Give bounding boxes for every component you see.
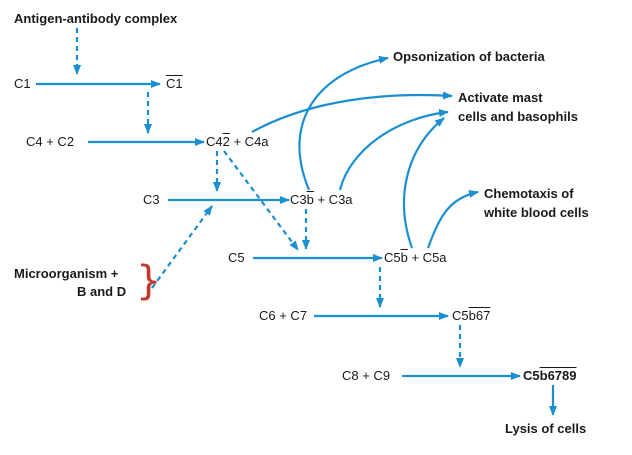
c5b67-label: C5b67	[452, 308, 491, 323]
c1-label: C1	[14, 76, 31, 91]
chemotaxis-label-line1: Chemotaxis of	[484, 186, 574, 201]
c5-label: C5	[228, 250, 245, 265]
c5a-to-chemotaxis-arrow	[426, 189, 479, 249]
c3b-c3a-label: C3b + C3a	[290, 192, 353, 207]
microorganism-dashed-arrow	[151, 205, 213, 289]
activate-mast-label-line2: cells and basophils	[458, 109, 578, 124]
c3-label: C3	[143, 192, 160, 207]
c42-c4a-label: C42 + C4a	[206, 134, 269, 149]
c5a-to-mast-arrow	[402, 117, 445, 249]
c4-c2-label: C4 + C2	[26, 134, 75, 149]
microorganism-label-line1: Microorganism +	[14, 266, 119, 281]
microorganism-brace: }	[136, 258, 162, 304]
c4a-to-mast-arrow	[251, 91, 453, 133]
c42-to-c5-dashed-arrow	[223, 150, 299, 251]
activate-mast-label-line1: Activate mast	[458, 90, 543, 105]
c8-c9-label: C8 + C9	[342, 368, 391, 383]
c5b6789-label: C5b6789	[523, 368, 577, 383]
c6-c7-label: C6 + C7	[259, 308, 308, 323]
opsonization-arrow	[298, 55, 389, 191]
c3a-to-mast-arrow	[338, 109, 449, 191]
lysis-label: Lysis of cells	[505, 421, 587, 436]
activated-c1-label: C1	[166, 76, 183, 91]
opsonization-label: Opsonization of bacteria	[393, 49, 545, 64]
c5b-c5a-label: C5b + C5a	[384, 250, 447, 265]
chemotaxis-label-line2: white blood cells	[484, 205, 589, 220]
microorganism-label-line2: B and D	[77, 284, 127, 299]
antigen-antibody-label: Antigen-antibody complex	[14, 11, 178, 26]
